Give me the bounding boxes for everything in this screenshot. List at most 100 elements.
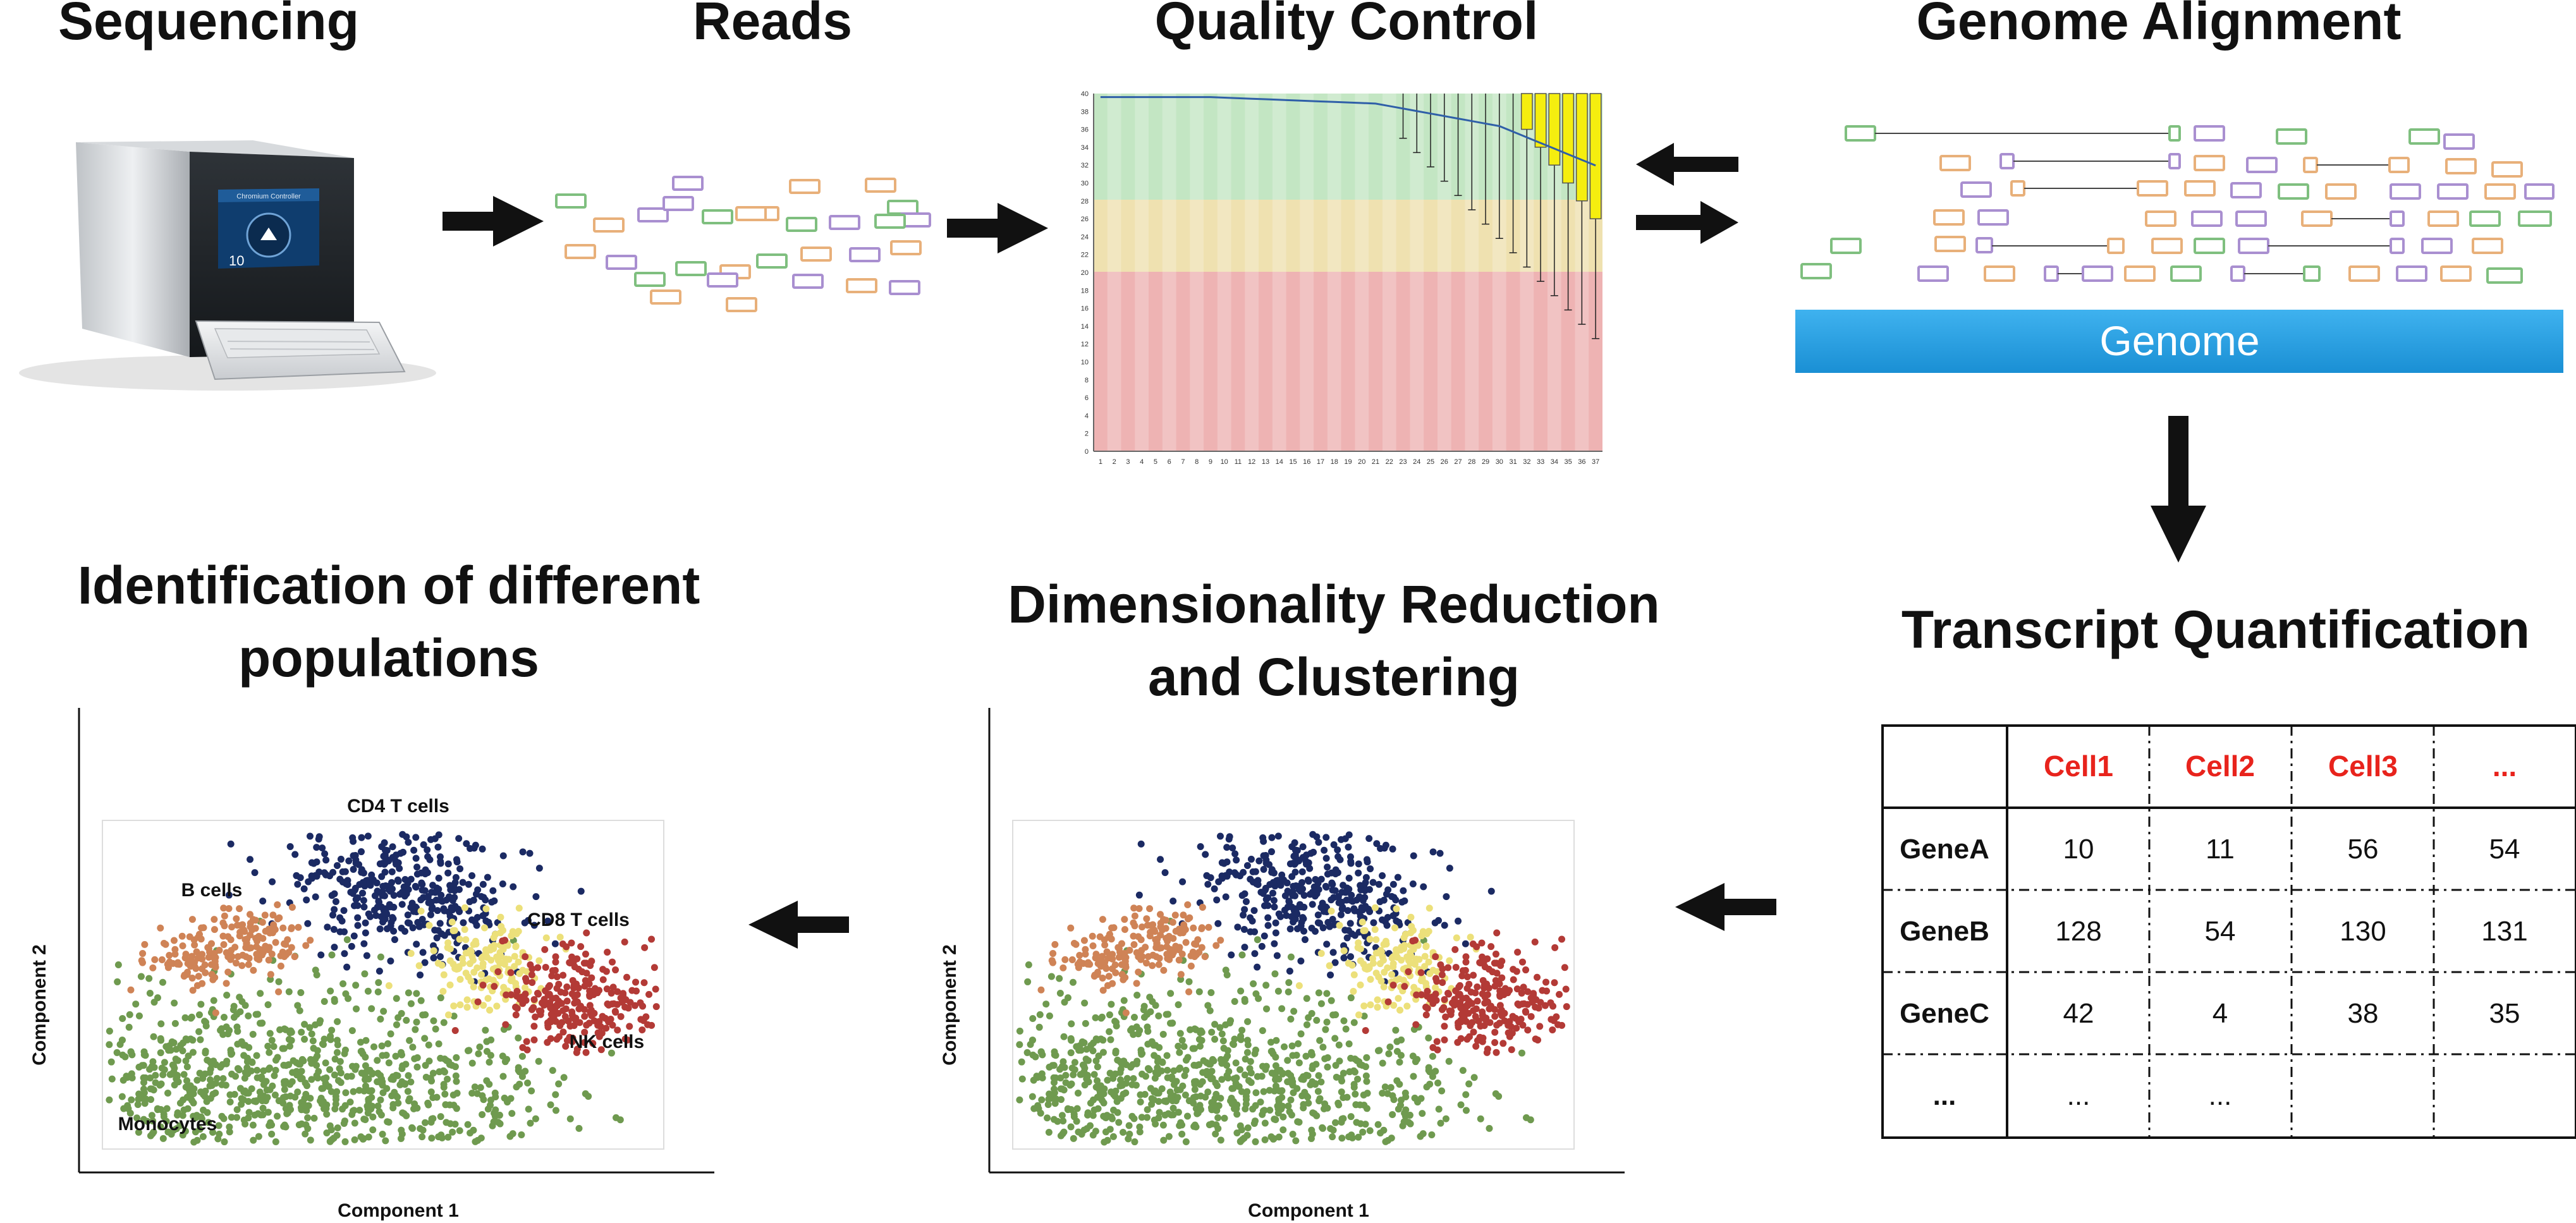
cell-point-mono (233, 1114, 241, 1121)
cell-point-b (1099, 987, 1107, 994)
cell-point-b (1076, 952, 1084, 959)
cell-point-mono (1083, 1075, 1090, 1083)
cell-point-cd4 (1251, 950, 1259, 958)
cell-point-cd8 (1360, 1002, 1368, 1010)
cell-point-mono (158, 1064, 166, 1072)
cell-point-cd4 (1266, 880, 1274, 888)
qc-y-tick: 18 (1081, 287, 1089, 295)
cell-point-nk (607, 989, 615, 997)
cell-point-mono (1192, 1026, 1200, 1033)
cell-point-nk (610, 1000, 618, 1007)
cell-point-cd4 (247, 856, 254, 863)
cell-point-mono (1081, 999, 1089, 1007)
cell-point-mono (1037, 1049, 1045, 1056)
cell-point-cd4 (1324, 863, 1331, 871)
qc-x-tick: 19 (1344, 458, 1352, 466)
cell-point-mono (1175, 1001, 1182, 1009)
cell-point-mono (1122, 1089, 1130, 1097)
cell-point-cd4 (1345, 831, 1353, 839)
cell-point-nk (512, 1004, 520, 1011)
cell-point-b (1191, 953, 1199, 961)
cell-point-mono (1112, 1047, 1120, 1055)
cell-point-nk (542, 963, 549, 971)
cell-point-mono (146, 990, 154, 997)
cell-point-nk (595, 987, 603, 994)
cell-point-mono (106, 1041, 113, 1049)
cell-point-b (1145, 952, 1152, 960)
cell-point-cd4 (1340, 954, 1348, 962)
cell-point-cd4 (1327, 971, 1334, 979)
cell-point-cd8 (468, 953, 476, 961)
qc-x-tick: 15 (1289, 458, 1297, 466)
cell-point-mono (241, 1120, 249, 1128)
cell-point-nk (503, 991, 510, 999)
cell-point-mono (147, 1085, 154, 1093)
cell-point-b (1104, 954, 1112, 962)
cell-point-cd4 (1211, 885, 1218, 892)
cell-point-mono (1242, 1100, 1250, 1108)
cell-point-mono (1228, 1100, 1236, 1107)
cell-point-nk (559, 940, 566, 948)
cell-point-mono (1168, 1111, 1175, 1119)
read-fragment (726, 297, 757, 312)
cell-point-cd8 (466, 960, 473, 968)
cell-point-mono (322, 1059, 329, 1067)
cell-point-mono (212, 1080, 219, 1087)
cell-point-cd4 (1298, 879, 1306, 886)
cell-point-cd4 (408, 899, 416, 907)
cell-point-mono (276, 1026, 284, 1033)
cell-point-mono (1104, 1076, 1111, 1084)
cell-point-cd8 (490, 934, 497, 942)
cell-point-nk (638, 1026, 646, 1033)
cell-point-cd4 (430, 954, 437, 962)
cell-point-nk (568, 939, 575, 947)
cell-point-nk (582, 1049, 590, 1056)
cell-point-mono (365, 1133, 372, 1141)
cell-point-cd4 (1264, 922, 1272, 929)
cell-point-cd4 (479, 845, 486, 853)
cell-point-mono (1281, 1043, 1288, 1050)
cell-point-mono (1199, 1078, 1206, 1085)
aligned-read (1939, 155, 1971, 171)
cell-point-mono (342, 1089, 350, 1097)
cell-point-cd4 (1329, 949, 1337, 956)
cell-point-mono (254, 1011, 262, 1018)
cell-point-mono (1059, 1117, 1067, 1125)
cell-point-cd4 (435, 885, 443, 893)
cell-point-cd4 (251, 869, 259, 877)
cell-point-mono (266, 1064, 273, 1072)
cell-point-mono (1099, 1049, 1107, 1056)
cell-point-nk (1542, 978, 1550, 986)
cell-point-mono (219, 1074, 227, 1082)
cell-point-nk (1470, 971, 1477, 979)
cell-point-cd4 (436, 853, 444, 861)
cell-point-mono (1062, 1071, 1070, 1079)
cell-point-cd8 (1377, 947, 1384, 954)
cell-point-mono (146, 1066, 154, 1073)
cell-point-mono (477, 1084, 484, 1092)
cell-point-mono (148, 1112, 156, 1119)
cell-point-nk (1440, 1004, 1448, 1011)
cell-point-mono (1075, 1128, 1082, 1136)
cell-point-mono (293, 1071, 301, 1079)
cell-point-cd4 (1286, 925, 1294, 933)
cell-point-mono (334, 1124, 341, 1131)
cell-point-nk (1428, 994, 1436, 1001)
cell-point-b (1068, 956, 1076, 963)
cell-point-mono (297, 989, 305, 996)
cell-point-nk (599, 976, 607, 983)
cell-point-mono (328, 1026, 336, 1034)
cell-point-mono (169, 1061, 176, 1069)
cell-point-b (171, 951, 179, 958)
arrow-sequencing-to-reads (443, 196, 544, 246)
cell-point-mono (188, 1013, 195, 1021)
arrow-reads-to-qc (947, 203, 1048, 253)
cell-point-mono (1160, 1136, 1168, 1144)
cell-point-nk (1514, 949, 1522, 956)
cell-point-mono (417, 997, 425, 1004)
aligned-read (2440, 265, 2472, 282)
cell-point-mono (1287, 1015, 1295, 1023)
qc-x-tick: 29 (1482, 458, 1489, 466)
cell-point-nk (1534, 973, 1541, 981)
cell-point-mono (1352, 1090, 1359, 1098)
